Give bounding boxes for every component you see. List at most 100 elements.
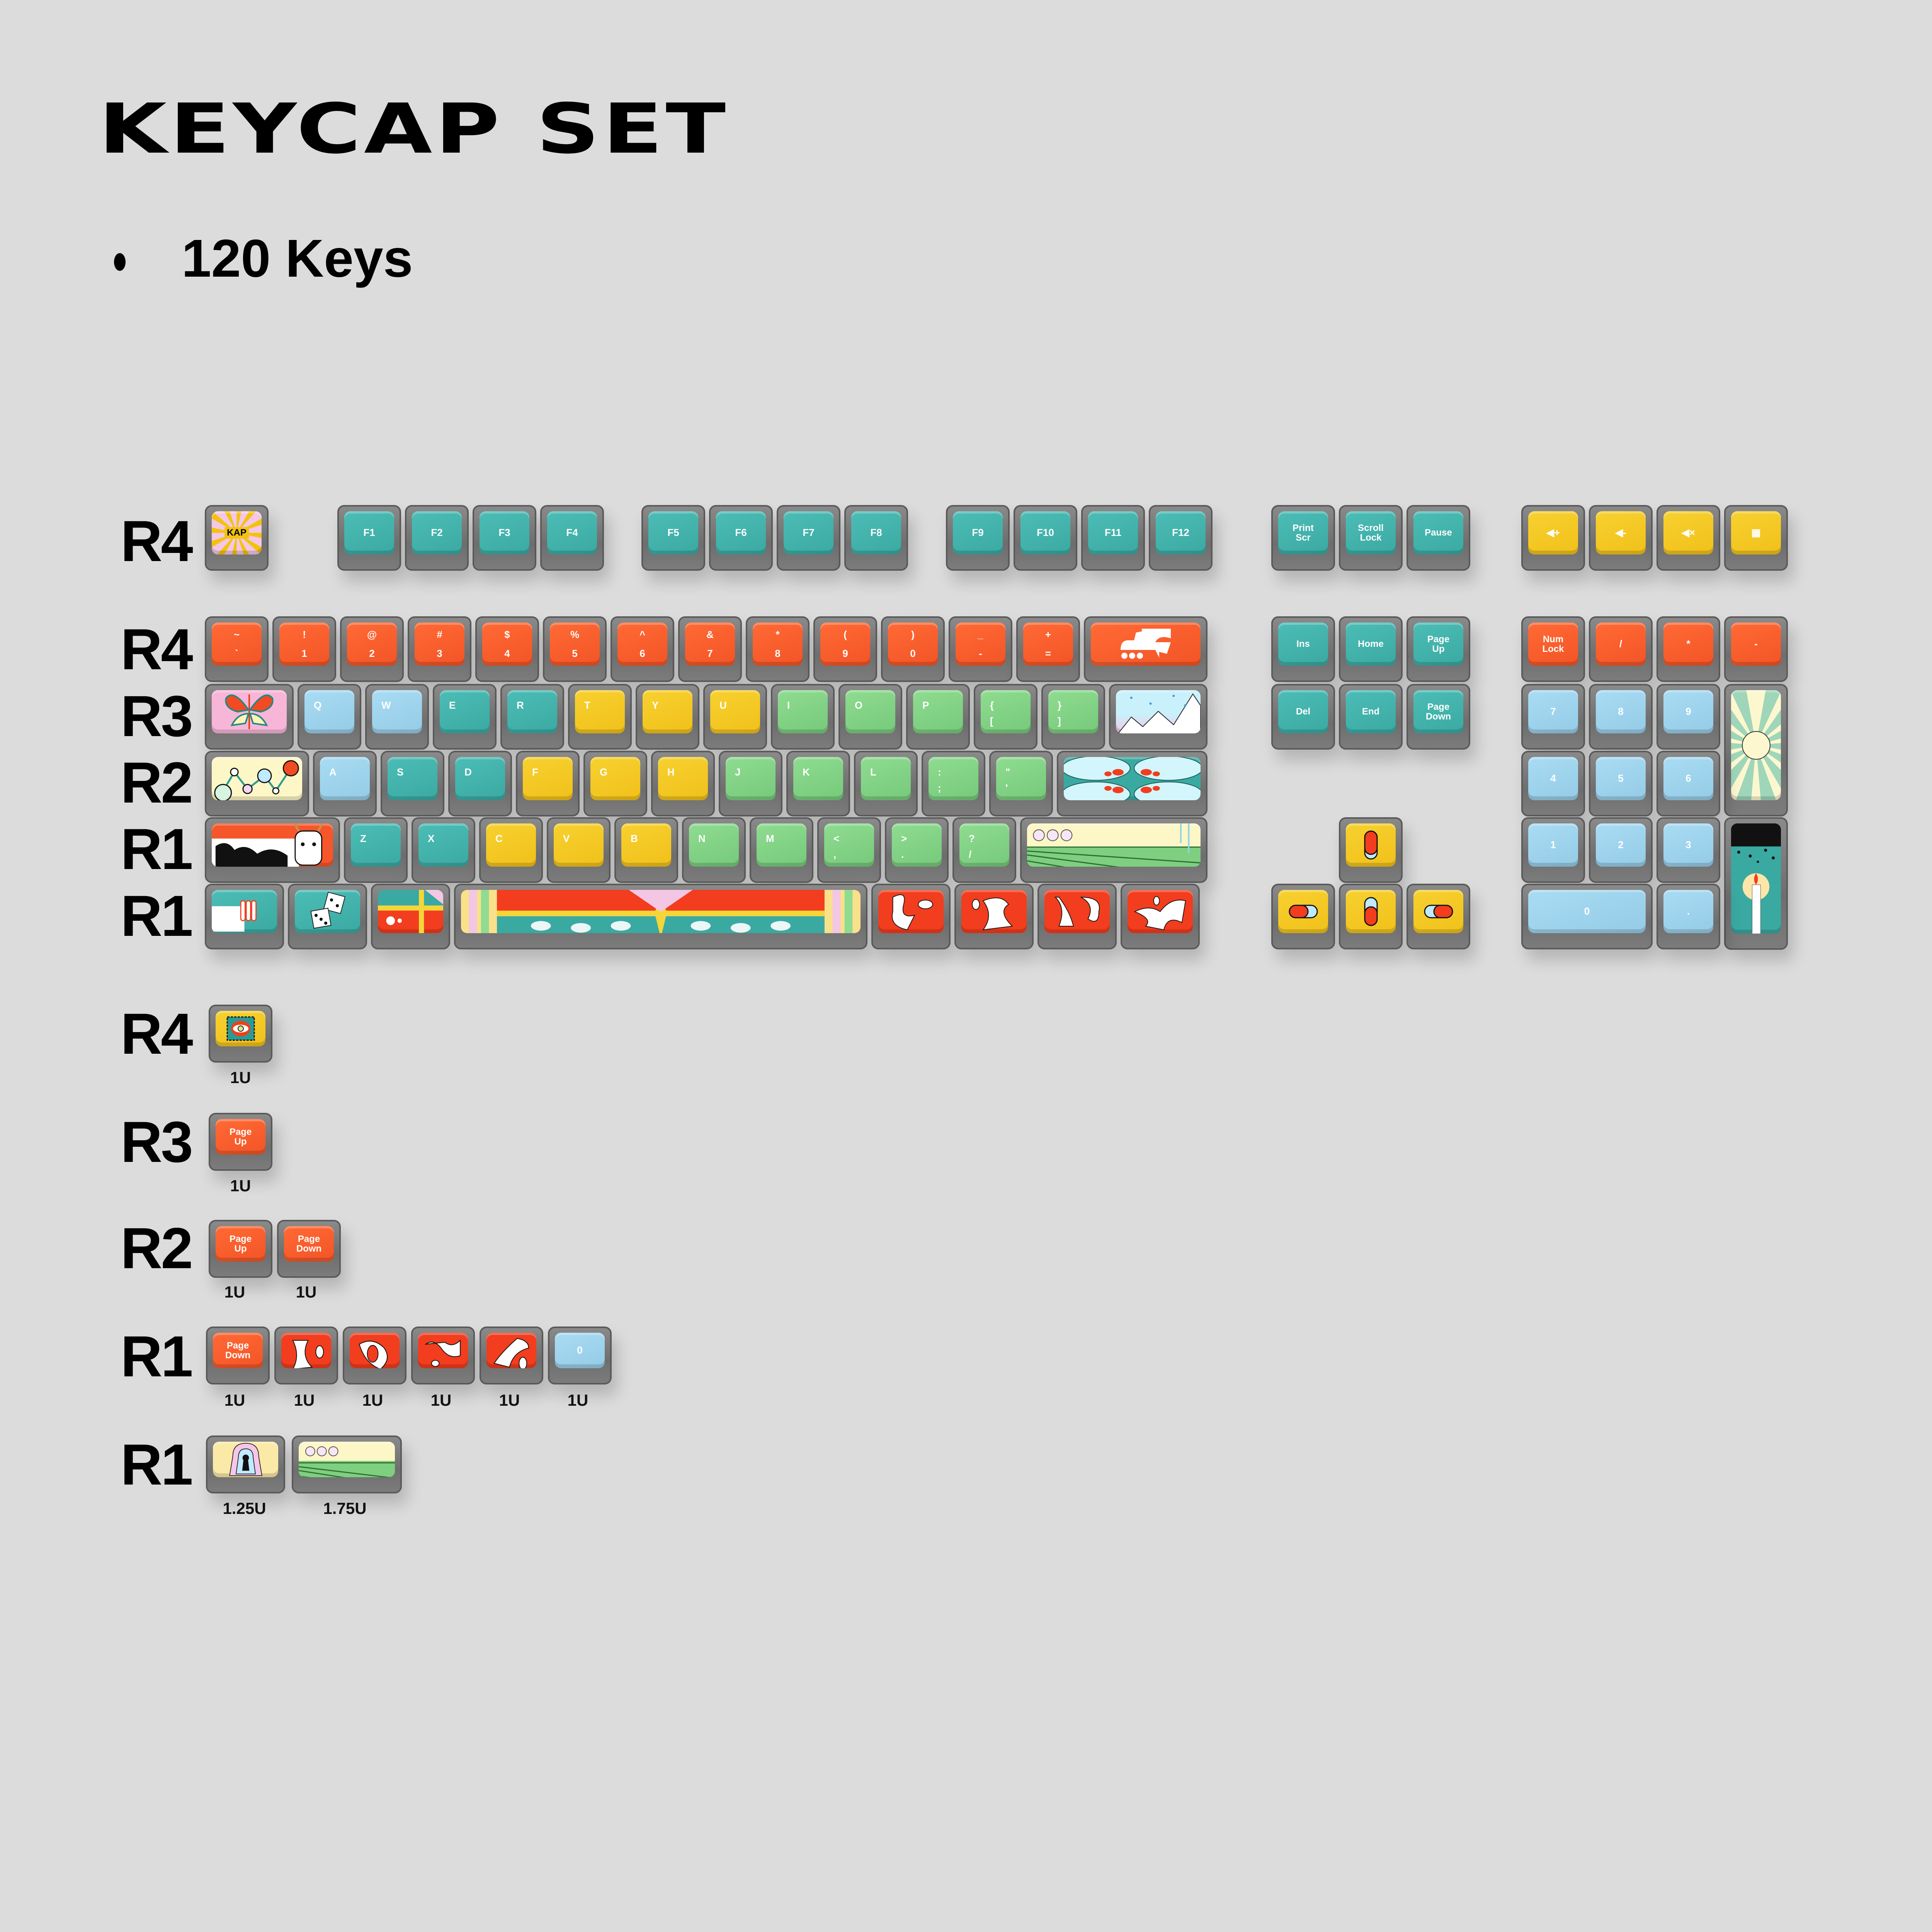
key-1[interactable]: !1: [272, 616, 336, 682]
key-f3[interactable]: F3: [473, 505, 536, 571]
key-num-0[interactable]: 0: [1521, 884, 1653, 949]
key-h[interactable]: H: [651, 751, 715, 816]
key-r[interactable]: R: [500, 684, 564, 750]
key-right-win[interactable]: [954, 884, 1034, 949]
key-f2[interactable]: F2: [405, 505, 469, 571]
key-calculator[interactable]: ▦: [1724, 505, 1788, 571]
key-k[interactable]: K: [786, 751, 850, 816]
key-num-8[interactable]: 8: [1589, 684, 1653, 750]
key-arrow-down[interactable]: [1339, 884, 1403, 949]
key-f8[interactable]: F8: [844, 505, 908, 571]
key-grave[interactable]: ~`: [205, 616, 269, 682]
key-backspace[interactable]: [1084, 616, 1208, 682]
extra-key-page-down-r1[interactable]: Page Down: [206, 1327, 270, 1384]
key-f5[interactable]: F5: [641, 505, 705, 571]
key-slash[interactable]: ?/: [952, 817, 1016, 883]
key-num-multiply[interactable]: *: [1656, 616, 1720, 682]
key-num-2[interactable]: 2: [1589, 817, 1653, 883]
key-num-4[interactable]: 4: [1521, 751, 1585, 816]
key-right-bracket[interactable]: }]: [1041, 684, 1105, 750]
key-0[interactable]: )0: [881, 616, 945, 682]
key-x[interactable]: X: [412, 817, 475, 883]
key-right-alt[interactable]: [871, 884, 951, 949]
key-volume-up[interactable]: ◀+: [1521, 505, 1585, 571]
key-home[interactable]: Home: [1339, 616, 1403, 682]
key-4[interactable]: $4: [475, 616, 539, 682]
key-m[interactable]: M: [750, 817, 813, 883]
key-num-minus[interactable]: -: [1724, 616, 1788, 682]
key-print-screen[interactable]: Print Scr: [1271, 505, 1335, 571]
key-t[interactable]: T: [568, 684, 632, 750]
key-right-ctrl[interactable]: [1121, 884, 1200, 949]
key-left-shift[interactable]: [205, 817, 340, 883]
key-num-enter[interactable]: [1724, 817, 1788, 950]
extra-key-page-up[interactable]: Page Up: [209, 1113, 272, 1171]
key-arrow-up[interactable]: [1339, 817, 1403, 883]
key-n[interactable]: N: [682, 817, 746, 883]
key-delete[interactable]: Del: [1271, 684, 1335, 750]
key-f1[interactable]: F1: [337, 505, 401, 571]
extra-key-page-down-r2[interactable]: Page Down: [277, 1220, 341, 1278]
key-num-divide[interactable]: /: [1589, 616, 1653, 682]
key-num-lock[interactable]: Num Lock: [1521, 616, 1585, 682]
key-semicolon[interactable]: :;: [922, 751, 985, 816]
key-num-1[interactable]: 1: [1521, 817, 1585, 883]
key-right-shift[interactable]: [1020, 817, 1208, 883]
key-menu[interactable]: [1037, 884, 1117, 949]
key-f11[interactable]: F11: [1081, 505, 1145, 571]
key-f[interactable]: F: [516, 751, 580, 816]
key-left-win[interactable]: [288, 884, 367, 949]
key-f12[interactable]: F12: [1149, 505, 1213, 571]
key-num-5[interactable]: 5: [1589, 751, 1653, 816]
key-y[interactable]: Y: [636, 684, 699, 750]
key-7[interactable]: &7: [678, 616, 742, 682]
key-left-bracket[interactable]: {[: [974, 684, 1037, 750]
key-left-ctrl[interactable]: [205, 884, 284, 949]
extra-key-blob-1[interactable]: [274, 1327, 338, 1384]
key-w[interactable]: W: [365, 684, 429, 750]
key-page-up[interactable]: Page Up: [1406, 616, 1470, 682]
key-backslash[interactable]: [1109, 684, 1208, 750]
key-s[interactable]: S: [381, 751, 444, 816]
key-p[interactable]: P: [906, 684, 970, 750]
key-num-7[interactable]: 7: [1521, 684, 1585, 750]
key-caps-lock[interactable]: [205, 751, 309, 816]
key-page-down[interactable]: Page Down: [1406, 684, 1470, 750]
key-num-plus[interactable]: [1724, 684, 1788, 816]
key-enter[interactable]: [1057, 751, 1208, 816]
extra-key-blob-2[interactable]: [343, 1327, 406, 1384]
key-insert[interactable]: Ins: [1271, 616, 1335, 682]
key-8[interactable]: *8: [746, 616, 810, 682]
key-period[interactable]: >.: [885, 817, 949, 883]
key-num-6[interactable]: 6: [1656, 751, 1720, 816]
key-b[interactable]: B: [614, 817, 678, 883]
key-f10[interactable]: F10: [1014, 505, 1077, 571]
extra-key-blob-3[interactable]: [411, 1327, 475, 1384]
key-z[interactable]: Z: [344, 817, 408, 883]
key-esc[interactable]: KAP: [205, 505, 269, 571]
key-e[interactable]: E: [433, 684, 497, 750]
key-a[interactable]: A: [313, 751, 377, 816]
key-num-3[interactable]: 3: [1656, 817, 1720, 883]
key-o[interactable]: O: [838, 684, 902, 750]
key-scroll-lock[interactable]: Scroll Lock: [1339, 505, 1403, 571]
key-end[interactable]: End: [1339, 684, 1403, 750]
extra-key-zero[interactable]: 0: [548, 1327, 612, 1384]
extra-key-landscape[interactable]: [292, 1435, 402, 1493]
key-6[interactable]: ^6: [611, 616, 674, 682]
key-l[interactable]: L: [854, 751, 918, 816]
key-d[interactable]: D: [448, 751, 512, 816]
key-spacebar[interactable]: [454, 884, 867, 949]
key-i[interactable]: I: [771, 684, 835, 750]
key-arrow-left[interactable]: [1271, 884, 1335, 949]
key-v[interactable]: V: [547, 817, 611, 883]
extra-key-page-up-r2[interactable]: Page Up: [209, 1220, 272, 1278]
extra-key-eye[interactable]: [209, 1005, 272, 1063]
key-equals[interactable]: +=: [1016, 616, 1080, 682]
key-tab[interactable]: [205, 684, 294, 750]
key-g[interactable]: G: [583, 751, 647, 816]
key-left-alt[interactable]: [371, 884, 450, 949]
key-num-decimal[interactable]: .: [1656, 884, 1720, 949]
key-j[interactable]: J: [719, 751, 782, 816]
key-num-9[interactable]: 9: [1656, 684, 1720, 750]
